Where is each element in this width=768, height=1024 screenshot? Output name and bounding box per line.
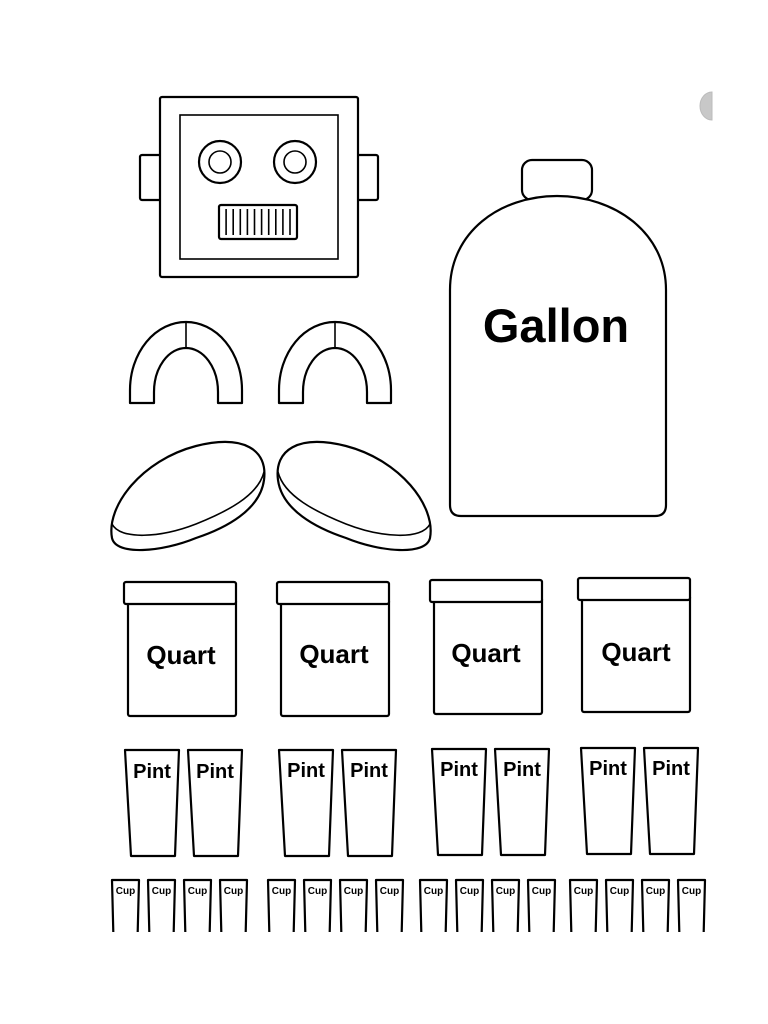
gallon-label: Gallon xyxy=(483,299,629,352)
robot-eye-left xyxy=(197,139,243,185)
cup-label: Cup xyxy=(224,886,243,897)
cup-label: Cup xyxy=(152,886,171,897)
pint-label: Pint xyxy=(503,759,541,781)
robot-foot-right xyxy=(276,441,432,552)
robot-head xyxy=(138,95,380,279)
cup-label: Cup xyxy=(610,886,629,897)
cup-label: Cup xyxy=(116,886,135,897)
pint-label: Pint xyxy=(652,758,690,780)
pint-cup: Pint xyxy=(493,747,551,857)
pint-cup: Pint xyxy=(579,746,637,856)
pint-label: Pint xyxy=(589,758,627,780)
cup-label: Cup xyxy=(574,886,593,897)
quart-label: Quart xyxy=(146,640,216,670)
quart-containers: Quart Quart Quart Quart xyxy=(122,576,692,718)
page-bottom-margin xyxy=(0,932,768,1024)
quart-label: Quart xyxy=(601,637,671,667)
robot-arm-right xyxy=(277,320,393,405)
cup-label: Cup xyxy=(272,886,291,897)
cup-label: Cup xyxy=(380,886,399,897)
pint-cup: Pint xyxy=(186,748,244,858)
robot-arm-left xyxy=(128,320,244,405)
cup-label: Cup xyxy=(188,886,207,897)
pint-cups: Pint Pint Pint Pint Pint Pint Pint Pint xyxy=(123,746,700,858)
cup-label: Cup xyxy=(460,886,479,897)
pint-label: Pint xyxy=(440,759,478,781)
quart-container: Quart xyxy=(576,576,692,714)
pint-label: Pint xyxy=(133,761,171,783)
robot-foot-left xyxy=(110,441,266,552)
cup-label: Cup xyxy=(308,886,327,897)
pint-label: Pint xyxy=(196,761,234,783)
gallon-jug: Gallon xyxy=(448,158,668,518)
cup-label: Cup xyxy=(424,886,443,897)
quart-container: Quart xyxy=(428,578,544,716)
cup-label: Cup xyxy=(532,886,551,897)
pint-label: Pint xyxy=(287,760,325,782)
pint-cup: Pint xyxy=(642,746,700,856)
cup-label: Cup xyxy=(496,886,515,897)
quart-container: Quart xyxy=(122,580,238,718)
pint-cup: Pint xyxy=(123,748,181,858)
cup-label: Cup xyxy=(344,886,363,897)
cup-label: Cup xyxy=(646,886,665,897)
quart-label: Quart xyxy=(299,639,369,669)
cup-label: Cup xyxy=(682,886,701,897)
pint-cup: Pint xyxy=(340,748,398,858)
page-hole-mark xyxy=(699,91,713,121)
robot-mouth xyxy=(217,203,299,241)
robot-eye-right xyxy=(272,139,318,185)
pint-cup: Pint xyxy=(277,748,335,858)
pint-label: Pint xyxy=(350,760,388,782)
pint-cup: Pint xyxy=(430,747,488,857)
quart-container: Quart xyxy=(275,580,391,718)
quart-label: Quart xyxy=(451,638,521,668)
